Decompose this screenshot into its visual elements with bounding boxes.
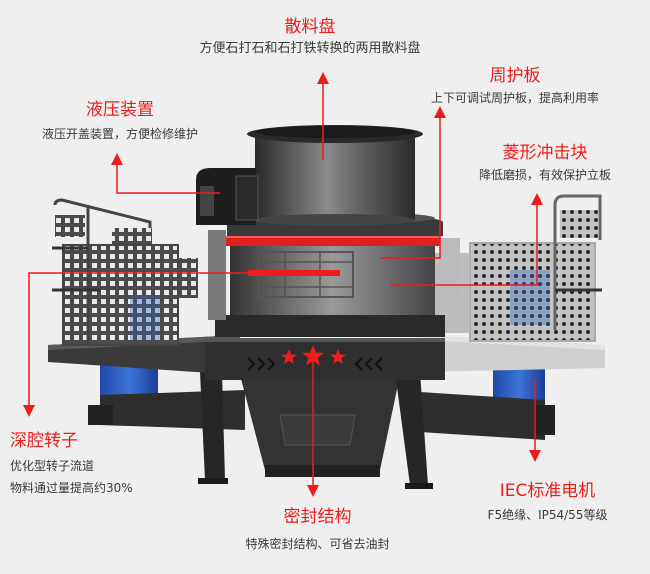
callout-desc-line2: 物料通过量提高约30% [10,481,133,495]
callout-iec-motor: IEC标准电机 F5绝缘、IP54/55等级 [455,481,640,523]
callout-title: 密封结构 [283,507,352,527]
callout-hydraulic-device: 液压装置 液压开盖装置，方便检修维护 [10,100,230,142]
rotor-highlight [248,270,340,276]
arrow-down-icon [529,450,541,462]
callout-desc: 上下可调试周护板，提高利用率 [430,91,599,105]
support-legs [198,372,433,489]
discharge-hopper [240,375,400,477]
callout-desc-line1: 优化型转子流道 [10,459,95,473]
callout-desc: F5绝缘、IP54/55等级 [487,508,608,522]
callout-title: 菱形冲击块 [502,143,588,163]
hydraulic-housing [196,168,259,225]
callout-title: IEC标准电机 [499,481,596,501]
callout-desc: 液压开盖装置，方便检修维护 [41,127,198,141]
arrow-up-icon [434,106,446,118]
callout-leaders [28,84,538,485]
callout-title: 液压装置 [86,100,154,120]
callout-desc: 特殊密封结构、可省去油封 [245,537,390,551]
chevron-marks [247,357,383,371]
callout-deep-cavity-rotor: 深腔转子 优化型转子流道 物料通过量提高约30% [10,431,133,496]
callout-distribution-plate: 散料盘 方便石打石和石打铁转换的两用散料盘 [150,17,470,57]
arrow-down-icon [307,485,319,497]
arrow-up-icon [317,72,329,84]
left-guard-cage [52,198,198,346]
callout-seal-structure: 密封结构 特殊密封结构、可省去油封 [205,507,430,552]
arrow-up-icon [531,193,543,205]
callout-title: 周护板 [489,66,541,86]
arrow-up-icon [111,153,123,165]
arrow-down-icon [23,405,35,417]
callout-diamond-impact-block: 菱形冲击块 降低磨损，有效保护立板 [445,143,645,183]
callout-title: 深腔转子 [10,431,78,451]
callout-arrowheads [23,72,543,497]
feed-drum [247,125,423,226]
callout-title: 散料盘 [284,17,336,37]
crusher-body [208,230,460,337]
callout-desc: 降低磨损，有效保护立板 [478,168,611,182]
callout-desc: 方便石打石和石打铁转换的两用散料盘 [199,41,421,56]
callout-peripheral-guard: 周护板 上下可调试周护板，提高利用率 [395,66,635,106]
